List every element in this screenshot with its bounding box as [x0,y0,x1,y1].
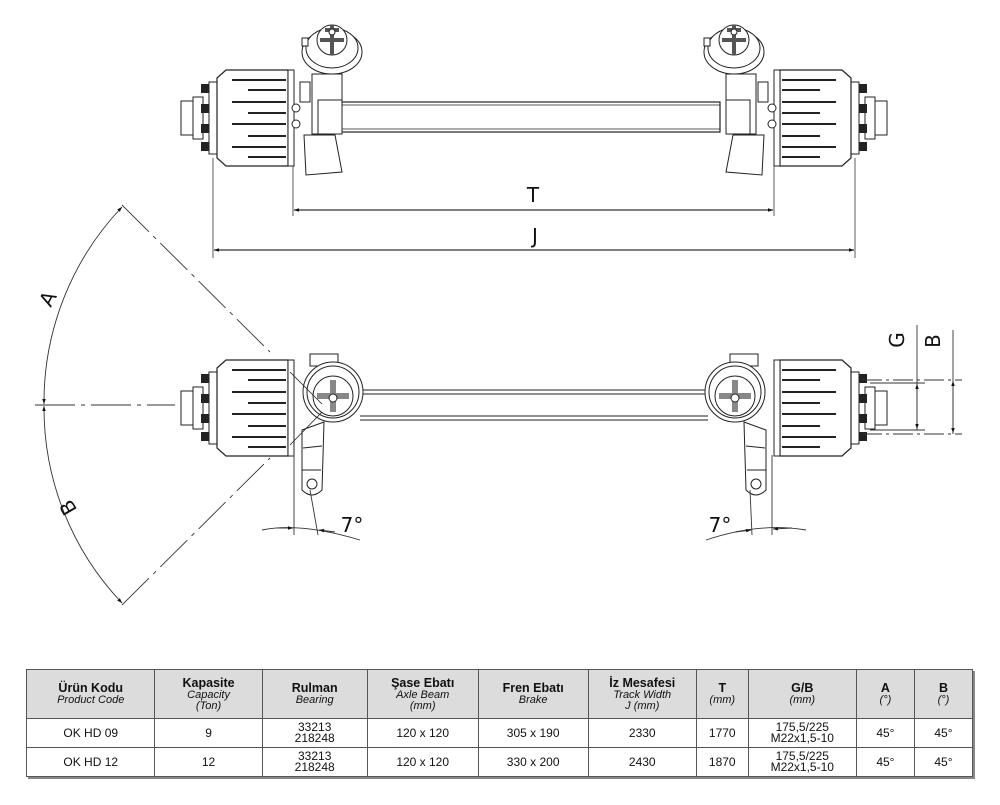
left-hub-top [180,69,295,167]
left-hub-front [180,359,295,457]
cam-angle-right [705,455,807,541]
right-bracket [725,73,777,176]
right-brake-chamber [703,24,765,75]
cell-axle-beam: 120 x 120 [366,747,479,777]
col-header-gb: G/B(mm) [747,669,857,719]
right-cam-chamber [704,353,766,423]
cell-track-width: 2330 [587,718,697,748]
label-t: T [526,183,540,207]
cell-a: 45° [855,747,915,777]
label-g: G [885,332,909,348]
left-cam-chamber [289,353,364,446]
label-angle-b: B [54,496,82,520]
label-cam-angle-right: 7° [709,513,732,537]
cell-brake: 305 x 190 [477,718,589,748]
left-slack-adjuster [301,421,325,496]
cell-brake: 330 x 200 [477,747,589,777]
cell-t: 1870 [695,747,749,777]
label-j: J [530,224,538,248]
label-cam-angle-left: 7° [341,513,364,537]
top-view: T J [180,24,888,258]
cell-axle-beam: 120 x 120 [366,718,479,748]
axle-beam-top [339,101,721,133]
cell-track-width: 2430 [587,747,697,777]
cell-product-code: OK HD 12 [25,747,156,777]
col-header-b: B(°) [913,669,974,719]
right-slack-adjuster [743,421,767,496]
right-hub-front [773,359,888,457]
front-view: A B 7° 7° [34,204,962,606]
label-b: B [921,334,945,348]
cell-capacity: 9 [154,718,263,748]
col-header-t: T(mm) [695,669,749,719]
label-angle-a: A [34,287,62,311]
cam-angle-left [261,455,361,541]
cell-t: 1770 [695,718,749,748]
cell-b: 45° [913,718,974,748]
cell-a: 45° [855,718,915,748]
right-hub-top [773,69,888,167]
cell-product-code: OK HD 09 [25,718,156,748]
left-brake-chamber [301,24,363,75]
angle-ab-arc [35,204,271,606]
left-bracket [291,73,343,176]
g-b-dimensions [862,325,962,435]
col-header-a: A(°) [855,669,915,719]
axle-technical-drawing: T J [34,24,962,606]
cell-capacity: 12 [154,747,263,777]
cell-b: 45° [913,747,974,777]
